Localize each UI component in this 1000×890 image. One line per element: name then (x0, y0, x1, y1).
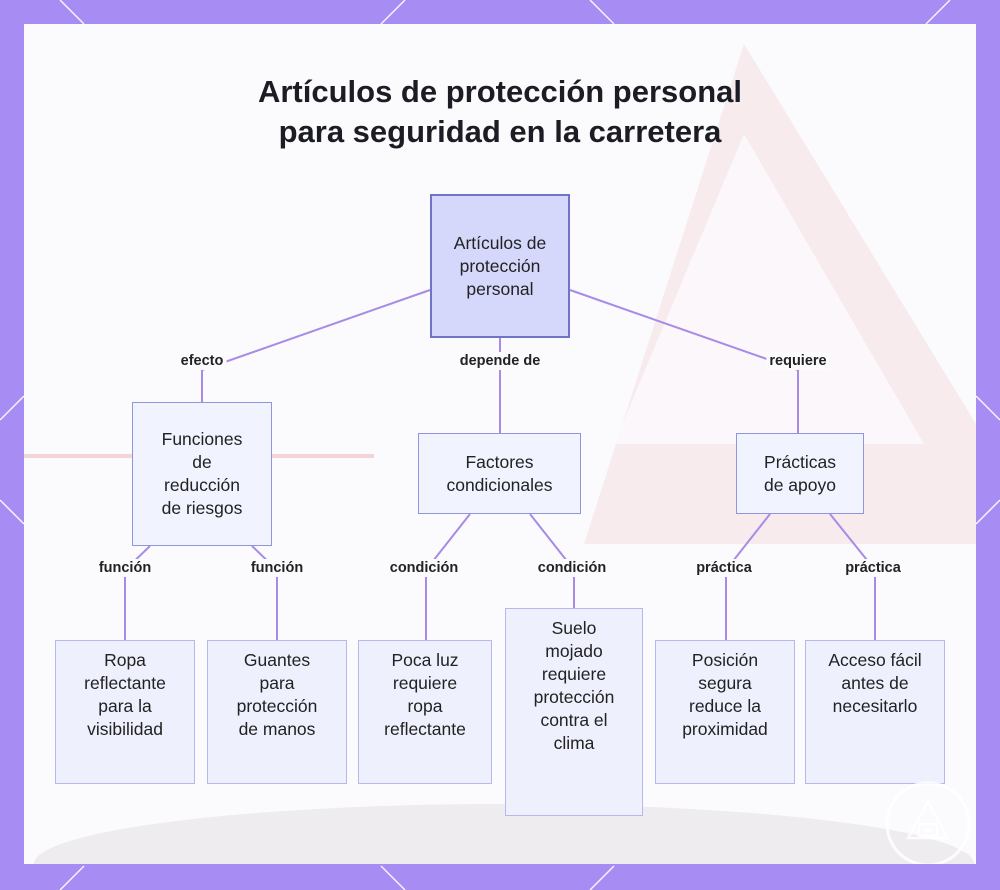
edge-label-condicion-2: condición (535, 559, 609, 577)
node-factores-label: Factores condicionales (435, 451, 565, 497)
node-guantes[interactable]: Guantes para protección de manos (207, 640, 347, 784)
node-suelo[interactable]: Suelo mojado requiere protección contra … (505, 608, 643, 816)
edge-label-efecto: efecto (178, 352, 227, 370)
node-guantes-label: Guantes para protección de manos (229, 649, 325, 741)
node-root[interactable]: Artículos de protección personal (430, 194, 570, 338)
node-ropa-label: Ropa reflectante para la visibilidad (75, 649, 175, 741)
node-posicion-label: Posición segura reduce la proximidad (673, 649, 777, 741)
edge-label-depende-de: depende de (457, 352, 544, 370)
road-sign-badge-icon (884, 780, 972, 864)
edge-label-condicion-1: condición (387, 559, 461, 577)
edge-label-practica-1: práctica (693, 559, 755, 577)
node-poca-luz[interactable]: Poca luz requiere ropa reflectante (358, 640, 492, 784)
node-factores[interactable]: Factores condicionales (418, 433, 581, 514)
diagram-card: Artículos de protección personal para se… (24, 24, 976, 864)
node-practicas-label: Prácticas de apoyo (752, 451, 848, 497)
edge-label-funcion-1: función (96, 559, 154, 577)
edge-label-funcion-2: función (248, 559, 306, 577)
edge-label-practica-2: práctica (842, 559, 904, 577)
node-root-label: Artículos de protección personal (450, 232, 550, 301)
node-acceso-label: Acceso fácil antes de necesitarlo (823, 649, 927, 718)
node-ropa[interactable]: Ropa reflectante para la visibilidad (55, 640, 195, 784)
edge-label-requiere: requiere (766, 352, 829, 370)
node-funciones-label: Funciones de reducción de riesgos (154, 428, 250, 520)
node-acceso[interactable]: Acceso fácil antes de necesitarlo (805, 640, 945, 784)
node-posicion[interactable]: Posición segura reduce la proximidad (655, 640, 795, 784)
node-practicas[interactable]: Prácticas de apoyo (736, 433, 864, 514)
node-poca-luz-label: Poca luz requiere ropa reflectante (373, 649, 477, 741)
node-funciones[interactable]: Funciones de reducción de riesgos (132, 402, 272, 546)
node-suelo-label: Suelo mojado requiere protección contra … (524, 617, 624, 755)
